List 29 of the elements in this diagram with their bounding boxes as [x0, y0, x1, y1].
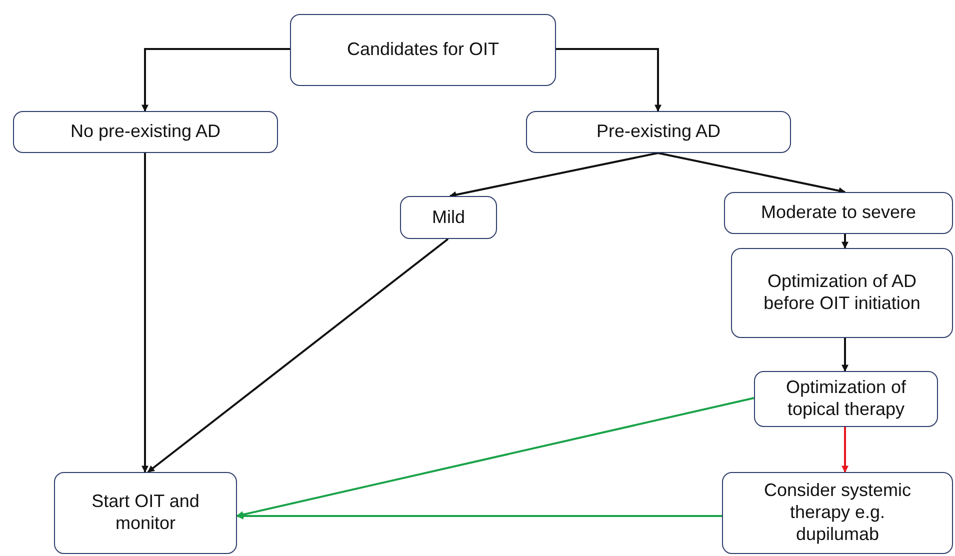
process-box: [724, 192, 953, 234]
arrow: [658, 152, 846, 194]
box-label: Consider systemic therapy e.g. dupilumab: [762, 480, 912, 546]
process-box: [290, 14, 556, 86]
process-box: [722, 472, 953, 554]
process-box: [731, 248, 953, 338]
box-label: Optimization of AD before OIT initiation: [762, 271, 922, 315]
arrow: [449, 152, 658, 198]
arrow: [556, 48, 662, 112]
process-box: [13, 111, 278, 153]
box-label: Candidates for OIT: [346, 39, 500, 61]
arrow: [142, 48, 290, 112]
arrow: [842, 338, 848, 372]
box-label: Pre-existing AD: [596, 121, 721, 143]
arrow: [842, 427, 848, 473]
box-label: No pre-existing AD: [70, 121, 221, 143]
arrow: [236, 397, 754, 518]
box-label: Mild: [432, 206, 465, 228]
process-box: [400, 196, 497, 239]
arrow: [842, 234, 848, 249]
arrow: [147, 238, 449, 473]
box-label: Start OIT and monitor: [90, 491, 200, 535]
process-box: [526, 111, 791, 153]
process-box: [54, 472, 237, 554]
arrow: [236, 512, 722, 520]
arrow: [142, 153, 148, 473]
box-label: Optimization of topical therapy: [784, 377, 908, 421]
process-box: [754, 371, 938, 427]
box-label: Moderate to severe: [760, 202, 916, 224]
